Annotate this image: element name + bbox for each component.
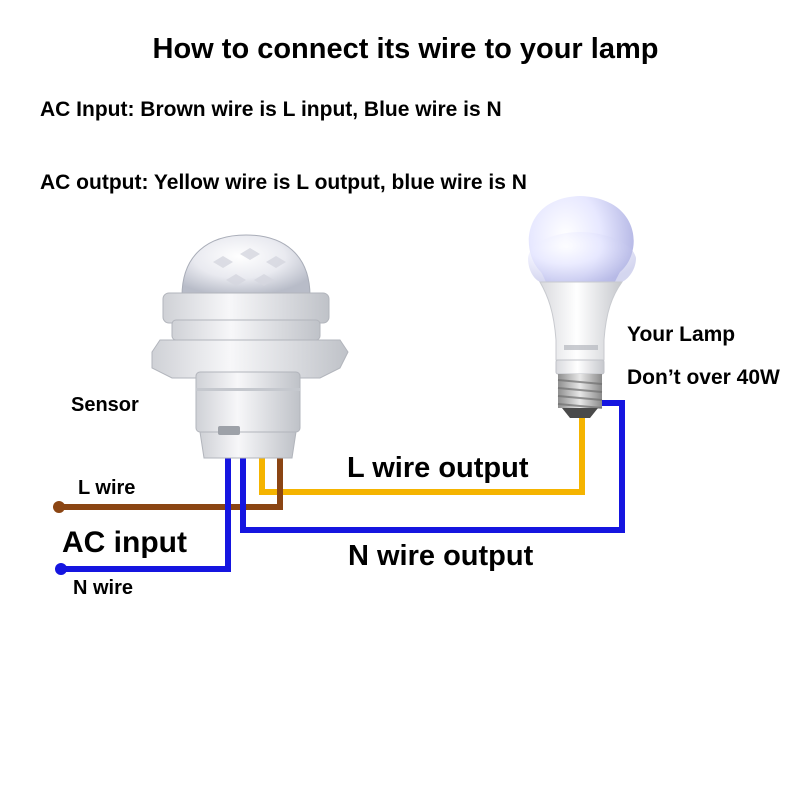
ac-output-instruction: AC output: Yellow wire is L output, blue… [40, 171, 527, 194]
l-wire-output-label: L wire output [347, 452, 529, 484]
ac-input-label: AC input [62, 526, 187, 559]
lamp-wattage-note: Don’t over 40W [627, 366, 780, 389]
l-wire-label: L wire [78, 477, 136, 499]
brown-l-input-wire [59, 455, 283, 510]
blue-n-input-wire [61, 455, 231, 572]
lamp-label: Your Lamp [627, 323, 736, 346]
blue-n-output-wire [240, 400, 625, 533]
led-bulb-icon [528, 196, 636, 418]
page-title: How to connect its wire to your lamp [152, 33, 659, 65]
n-wire-output-label: N wire output [348, 540, 534, 572]
sensor-label: Sensor [71, 394, 139, 416]
n-wire-label: N wire [73, 577, 134, 599]
pir-motion-sensor-icon [151, 234, 349, 459]
ac-input-instruction: AC Input: Brown wire is L input, Blue wi… [40, 98, 502, 121]
yellow-l-output-wire [259, 415, 585, 495]
blue-wire-end-dot [55, 563, 67, 575]
brown-wire-end-dot [53, 501, 65, 513]
